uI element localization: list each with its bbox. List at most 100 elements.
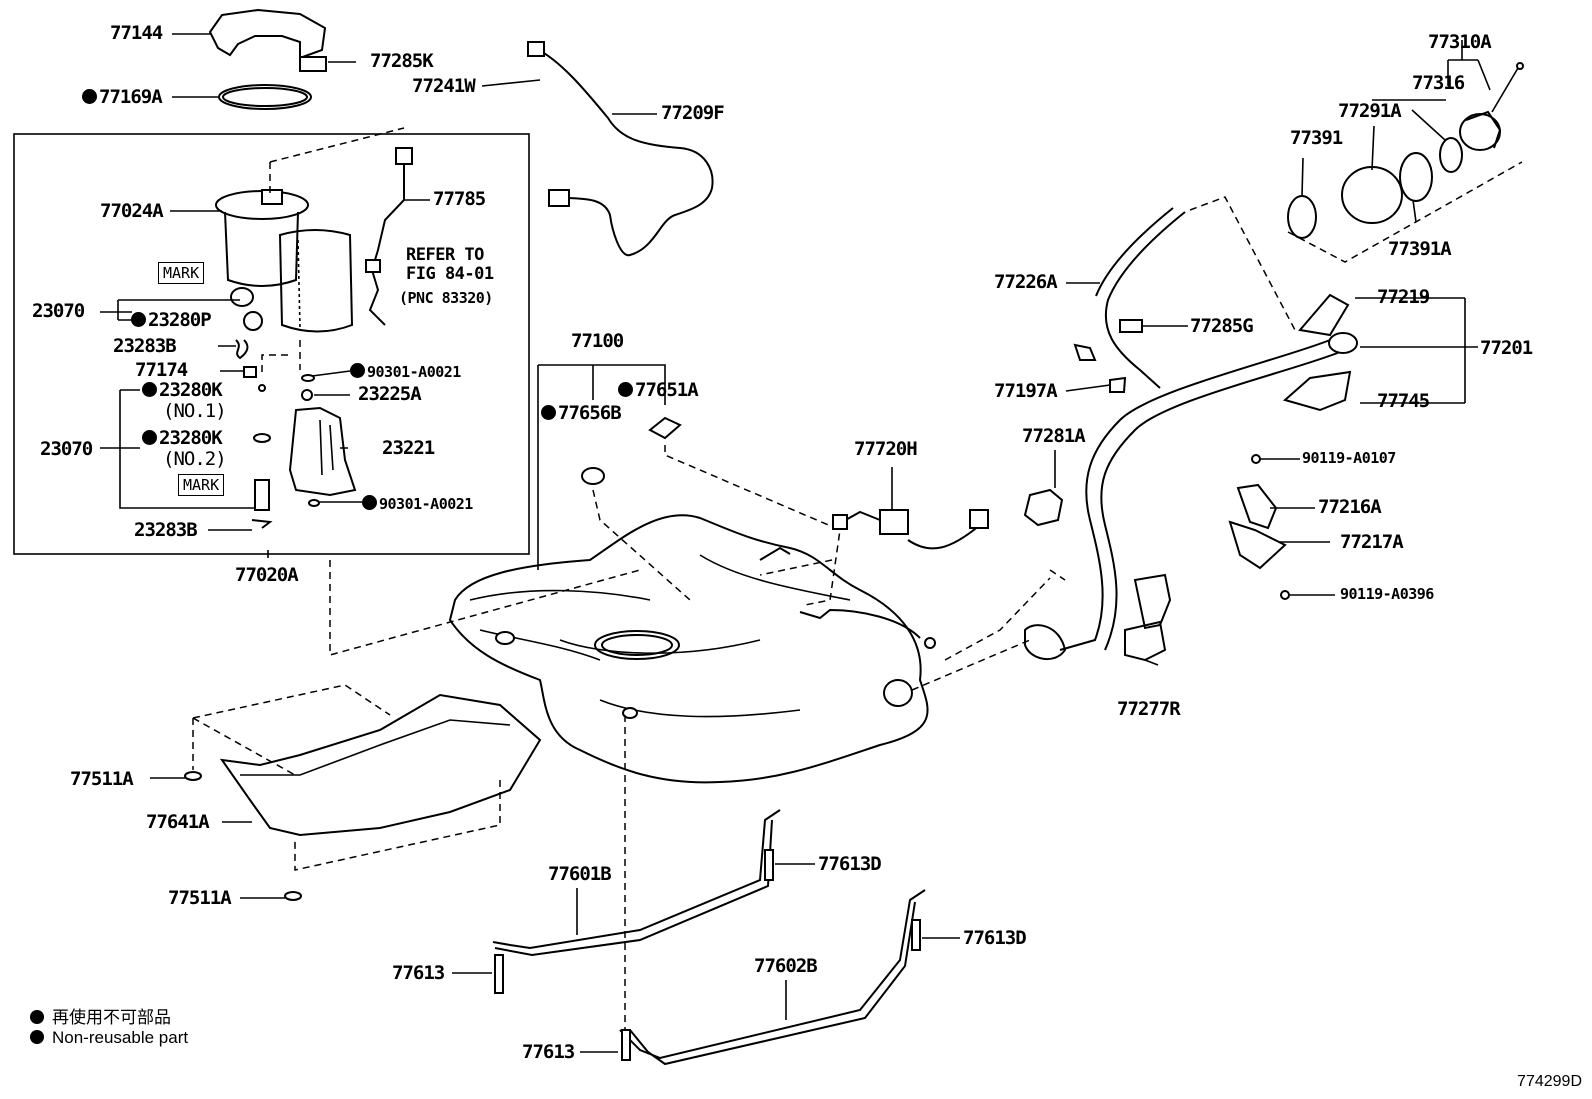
non-reusable-dot <box>82 89 97 104</box>
legend-dot-icon <box>30 1030 44 1044</box>
label-77291A: 77291A <box>1338 100 1402 122</box>
label-77285G: 77285G <box>1190 315 1254 337</box>
part-77197A-clip <box>1073 343 1127 393</box>
legend-english: Non-reusable part <box>30 1028 188 1048</box>
part-77651A-seal <box>648 416 682 440</box>
part-77209F-tube <box>527 41 714 257</box>
label-77785: 77785 <box>433 188 486 210</box>
label-77745: 77745 <box>1377 390 1430 412</box>
legend-dot-icon <box>30 1010 44 1024</box>
label-77100: 77100 <box>571 330 624 352</box>
part-77602B-strap <box>619 889 926 1066</box>
label-77613D-1: 77613D <box>818 853 882 875</box>
part-77217A-bracket <box>1228 520 1287 570</box>
part-77285K-connector <box>299 56 327 72</box>
diagram-code: 774299D <box>1517 1073 1582 1090</box>
label-77217A: 77217A <box>1340 531 1404 553</box>
non-reusable-dot <box>131 312 146 327</box>
label-23283B-b: 23283B <box>134 519 198 541</box>
mark-tag-2: MARK <box>178 474 225 496</box>
part-77613D-bolt-1 <box>764 849 774 881</box>
label-77216A: 77216A <box>1318 496 1382 518</box>
fuel-pump-inset-frame <box>13 133 530 555</box>
label-77602B: 77602B <box>754 955 818 977</box>
part-77216A-bracket <box>1236 483 1278 530</box>
part-77316-ring <box>1439 137 1463 173</box>
label-no2: (NO.2) <box>163 448 227 470</box>
label-77285K: 77285K <box>370 50 434 72</box>
label-77316: 77316 <box>1412 72 1465 94</box>
label-77641A: 77641A <box>146 811 210 833</box>
label-23070-a: 23070 <box>32 300 85 322</box>
label-90119-b: 90119-A0396 <box>1340 585 1434 603</box>
legend-japanese: 再使用不可部品 <box>30 1003 171 1028</box>
non-reusable-dot <box>142 430 157 445</box>
label-90301-b: 90301-A0021 <box>362 495 473 512</box>
part-77100-fuel-tank <box>448 514 936 784</box>
non-reusable-dot <box>350 363 365 378</box>
label-77020A: 77020A <box>235 564 299 586</box>
label-77613-b: 77613 <box>522 1041 575 1063</box>
part-77024A-pump-module <box>215 189 309 287</box>
part-77281A-cover <box>1023 488 1064 527</box>
part-77613D-bolt-2 <box>911 919 921 951</box>
label-77241W: 77241W <box>412 75 476 97</box>
refer-line-2: FIG 84-01 <box>406 264 494 284</box>
label-77310A: 77310A <box>1428 31 1492 53</box>
non-reusable-dot <box>362 495 377 510</box>
part-23280P-oring <box>230 287 254 307</box>
label-90119-a: 90119-A0107 <box>1302 449 1396 467</box>
label-77144: 77144 <box>110 22 163 44</box>
part-77641A-protector <box>219 693 542 837</box>
label-77201: 77201 <box>1480 337 1533 359</box>
part-77613-bolt-1 <box>494 954 504 994</box>
part-77511A-clip-upper <box>184 771 202 781</box>
label-77024A: 77024A <box>100 200 164 222</box>
part-77144-retainer-ring <box>208 8 327 60</box>
label-77391: 77391 <box>1290 127 1343 149</box>
part-77656B-grommet <box>581 467 605 485</box>
label-77656B: 77656B <box>541 404 622 423</box>
label-77219: 77219 <box>1377 286 1430 308</box>
label-77277R: 77277R <box>1117 698 1181 720</box>
non-reusable-dot <box>618 382 633 397</box>
label-77613D-2: 77613D <box>963 927 1027 949</box>
label-77720H: 77720H <box>854 438 918 460</box>
part-77226A-vent-hose <box>1095 207 1186 389</box>
label-no1: (NO.1) <box>163 400 227 422</box>
part-77169A-gasket <box>218 84 312 110</box>
label-77511A-a: 77511A <box>70 768 134 790</box>
label-23280K-2: 23280K <box>142 429 223 448</box>
part-77201-filler-pipe <box>1024 293 1358 660</box>
label-23280P: 23280P <box>131 311 212 330</box>
part-77601B-strap <box>492 809 781 957</box>
part-23283B-regulator <box>251 479 273 529</box>
label-77226A: 77226A <box>994 271 1058 293</box>
part-77391A-seal <box>1399 152 1433 202</box>
label-77613-a: 77613 <box>392 962 445 984</box>
label-23221: 23221 <box>382 437 435 459</box>
part-77391-seal <box>1287 195 1317 239</box>
label-23225A: 23225A <box>358 383 422 405</box>
part-77785-sender <box>365 147 413 326</box>
label-77511A-b: 77511A <box>168 887 232 909</box>
part-77277R-bracket <box>1124 573 1172 662</box>
part-77511A-clip-lower <box>284 891 302 901</box>
label-77281A: 77281A <box>1022 425 1086 447</box>
label-77391A: 77391A <box>1388 238 1452 260</box>
label-77169A: 77169A <box>82 88 163 107</box>
label-77209F: 77209F <box>661 102 725 124</box>
mark-tag-1: MARK <box>158 262 205 284</box>
label-77197A: 77197A <box>994 380 1058 402</box>
label-77174: 77174 <box>135 359 188 381</box>
non-reusable-dot <box>142 382 157 397</box>
part-77720H-valve <box>832 467 989 550</box>
part-23221-canister <box>278 229 354 333</box>
part-23221-filter-bracket <box>288 406 357 497</box>
part-77310A-fuel-cap <box>1459 62 1524 151</box>
label-90301-a: 90301-A0021 <box>350 363 461 380</box>
label-23280K-1: 23280K <box>142 381 223 400</box>
non-reusable-dot <box>541 405 556 420</box>
refer-line-1: REFER TO <box>406 245 484 265</box>
